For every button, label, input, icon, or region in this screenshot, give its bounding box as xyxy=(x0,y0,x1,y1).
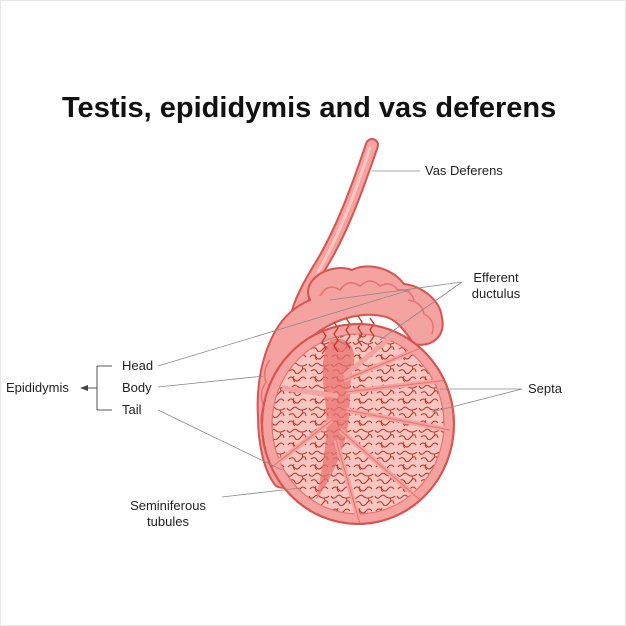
leader-lines xyxy=(157,170,523,498)
label-head: Head xyxy=(122,358,154,373)
leader-efferent-1 xyxy=(379,281,463,341)
label-efferent-ductulus: Efferent ductulus xyxy=(466,270,526,302)
label-efferent-line2: ductulus xyxy=(471,286,521,301)
label-body: Body xyxy=(122,380,152,395)
label-seminiferous-line2: tubules xyxy=(147,514,189,529)
leader-head xyxy=(157,289,411,367)
leader-tail xyxy=(157,409,283,471)
label-epididymis: Epididymis xyxy=(6,380,69,395)
efferent-ductules xyxy=(321,315,375,355)
label-vas-deferens: Vas Deferens xyxy=(425,163,503,178)
leader-septa-2 xyxy=(431,388,523,413)
label-tail: Tail xyxy=(122,402,142,417)
leader-seminiferous xyxy=(221,487,301,498)
diagram-title: Testis, epididymis and vas deferens xyxy=(62,92,557,124)
epididymis-arrow xyxy=(80,385,88,391)
epididymis-bracket xyxy=(87,365,112,411)
label-seminiferous-tubules: Seminiferous tubules xyxy=(120,498,216,530)
label-efferent-line1: Efferent xyxy=(473,270,519,285)
label-septa: Septa xyxy=(528,381,562,396)
label-seminiferous-line1: Seminiferous xyxy=(130,498,206,513)
leader-efferent-2 xyxy=(329,281,463,301)
leader-body xyxy=(157,375,265,388)
